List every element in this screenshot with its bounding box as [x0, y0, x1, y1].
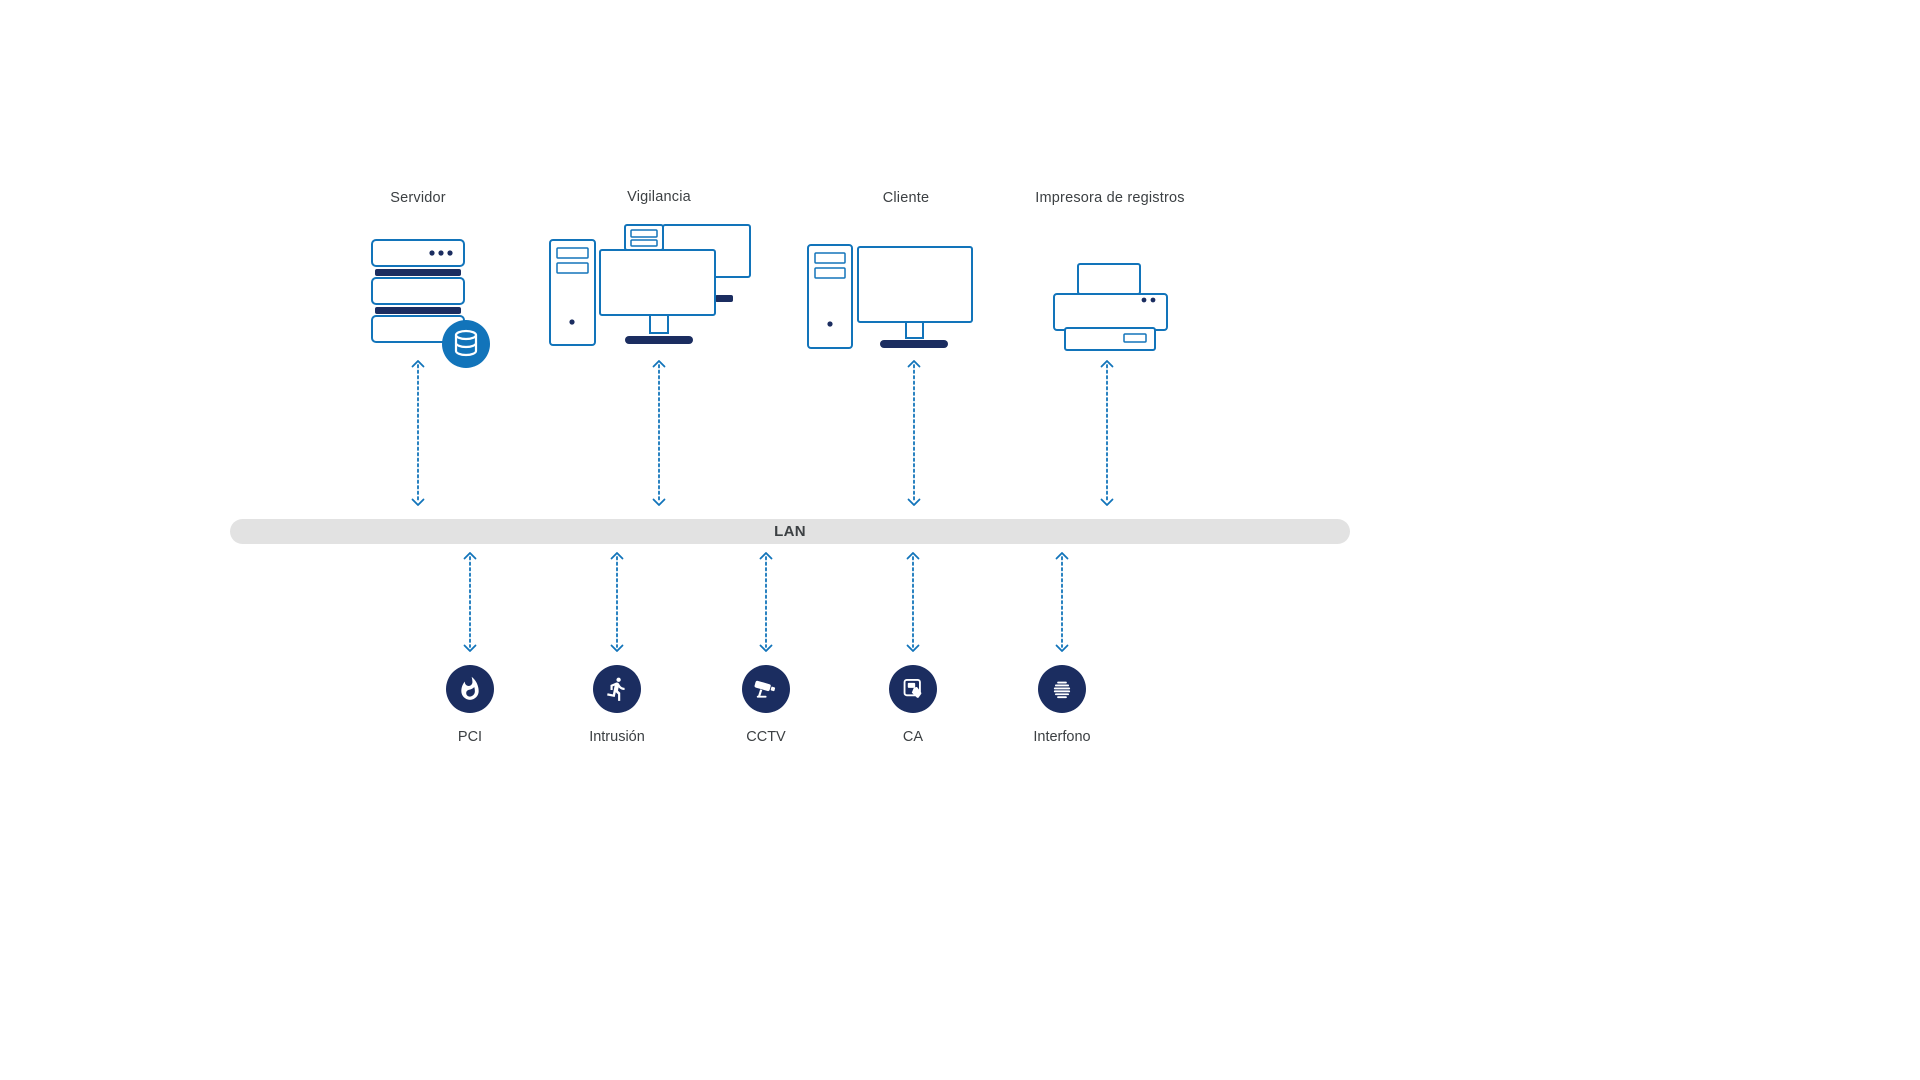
lan-bus: LAN — [230, 519, 1350, 544]
printer-icon — [1052, 262, 1170, 357]
subsystem-label-interfono: Interfono — [1033, 729, 1091, 745]
device-label-servidor: Servidor — [390, 190, 446, 206]
subsystem-pci: PCI — [410, 665, 530, 745]
dotted-arrow-cliente-lan — [907, 360, 921, 506]
subsystem-label-cctv: CCTV — [746, 729, 786, 745]
dotted-arrow-vigilancia-lan — [652, 360, 666, 506]
surveillance-workstation-icon — [548, 222, 753, 355]
intercom-speaker-icon — [1038, 665, 1086, 713]
subsystem-ca: CA — [853, 665, 973, 745]
cctv-camera-icon — [742, 665, 790, 713]
access-card-icon — [889, 665, 937, 713]
subsystem-label-pci: PCI — [457, 729, 483, 745]
dotted-arrow-servidor-lan — [411, 360, 425, 506]
client-workstation-icon — [806, 240, 976, 357]
dotted-arrow-impresora-lan — [1100, 360, 1114, 506]
server-icon — [370, 238, 492, 375]
fire-icon — [446, 665, 494, 713]
subsystem-cctv: CCTV — [706, 665, 826, 745]
dotted-arrow-lan-pci — [463, 552, 477, 652]
subsystem-label-intrusion: Intrusión — [589, 729, 645, 745]
dotted-arrow-lan-interfono — [1055, 552, 1069, 652]
running-person-icon — [593, 665, 641, 713]
dotted-arrow-lan-intrusion — [610, 552, 624, 652]
database-icon — [454, 329, 478, 357]
lan-label: LAN — [774, 523, 806, 540]
device-label-vigilancia: Vigilancia — [627, 189, 691, 205]
subsystem-interfono: Interfono — [1002, 665, 1122, 745]
dotted-arrow-lan-ca — [906, 552, 920, 652]
device-label-impresora: Impresora de registros — [1035, 190, 1185, 206]
device-label-cliente: Cliente — [882, 190, 930, 206]
subsystem-intrusion: Intrusión — [557, 665, 677, 745]
subsystem-label-ca: CA — [902, 729, 924, 745]
dotted-arrow-lan-cctv — [759, 552, 773, 652]
